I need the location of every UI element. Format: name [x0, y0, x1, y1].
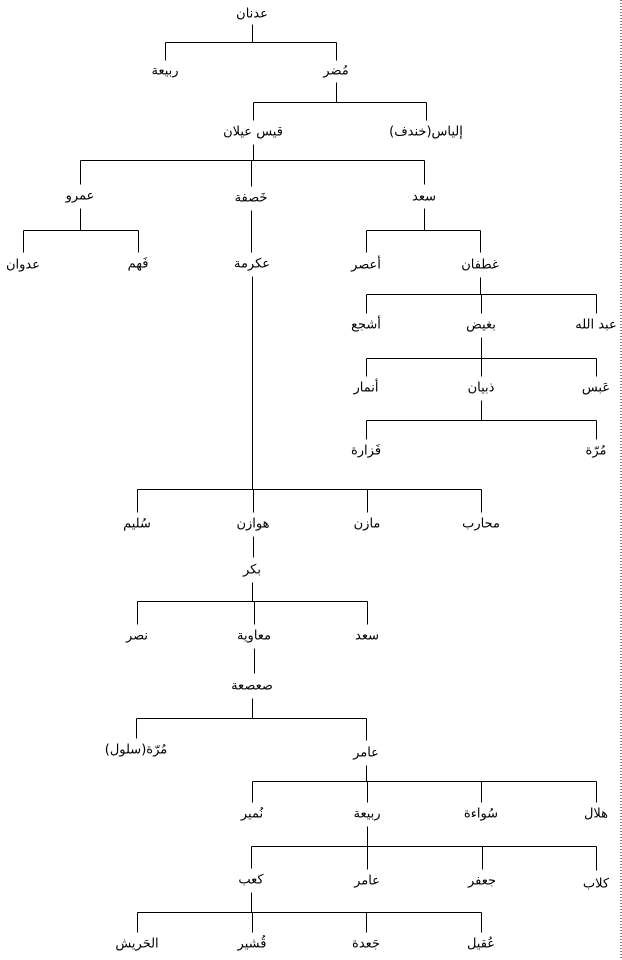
node-khasafa: خَصفة [235, 191, 268, 206]
node-dhubyan: ذبيان [468, 381, 495, 396]
node-saad-1: سعد [412, 190, 436, 205]
node-asur: أعصر [350, 256, 381, 273]
node-suwaa: سُواءة [464, 807, 498, 822]
node-ashja: أشجع [351, 316, 381, 333]
node-saad-2: سعد [355, 629, 379, 644]
node-baghid: بغيض [466, 318, 496, 333]
node-ilyas: إلياس(خندف) [389, 125, 463, 140]
node-bakr: بكر [242, 563, 261, 578]
node-abs: عَبس [582, 381, 610, 396]
node-sasaa: صعصعة [231, 679, 273, 694]
node-rabia-2: ربيعة [353, 807, 380, 822]
node-nasr: نصر [125, 629, 148, 644]
node-amir-2: عامر [353, 874, 380, 889]
node-mudar: مُضر [322, 64, 348, 79]
node-amir-1: عامر [352, 746, 379, 761]
node-fazara: فَزارة [351, 444, 381, 459]
node-hawazin: هوازن [236, 517, 269, 532]
node-abdullah: عبد الله [575, 318, 616, 333]
node-jada: جَعدة [352, 937, 380, 952]
node-kilab: كلاب [583, 877, 610, 892]
tree-edges [23, 24, 597, 933]
node-adwan: عدوان [6, 258, 40, 273]
node-ghatafan: غطفان [461, 258, 499, 273]
node-murra-1: مُرّة [586, 444, 607, 459]
node-ikrima: عكرمة [234, 257, 270, 272]
node-muharib: محارب [462, 517, 500, 532]
node-jafar: جعفر [467, 874, 496, 889]
node-murra-salul: مُرّة(سلول) [105, 743, 167, 758]
node-qushayr: قُشير [237, 935, 267, 952]
node-muawiya: معاوية [237, 629, 271, 644]
node-sulaym: سُليم [123, 517, 151, 532]
node-mazin: مازن [354, 517, 381, 532]
node-numayr: نُمير [240, 806, 264, 821]
node-hilal: هلال [584, 807, 608, 822]
node-fahm: فَهم [128, 257, 149, 272]
node-harish: الحَريش [115, 937, 158, 952]
node-kab: كعب [238, 873, 264, 888]
node-rabia-1: ربيعة [151, 64, 178, 79]
node-uqayl: عُقيل [467, 936, 495, 952]
node-amr: عمرو [65, 189, 95, 204]
node-qays-aylan: قيس عيلان [223, 125, 283, 140]
node-adnan: عدنان [236, 7, 268, 22]
tree-labels: عدنان ربيعة مُضر قيس عيلان إلياس(خندف) ع… [6, 7, 617, 952]
node-anmar: أنمار [353, 379, 379, 396]
